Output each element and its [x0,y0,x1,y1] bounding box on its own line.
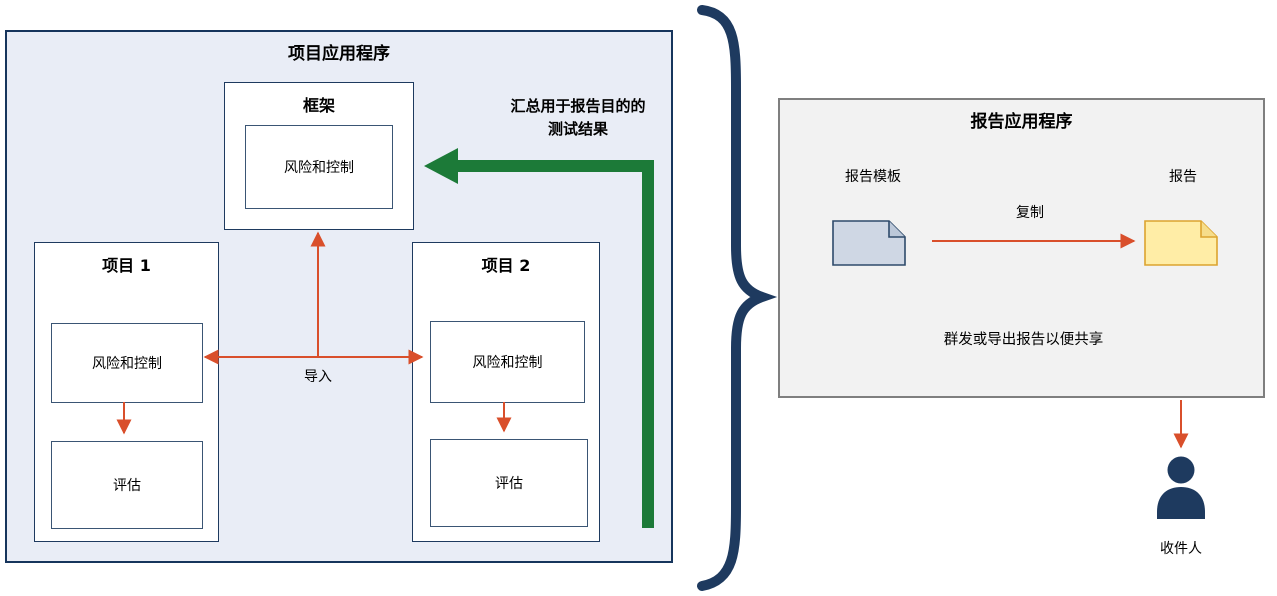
copy-label: 复制 [1016,205,1044,221]
summary-arrow-label-line2: 测试结果 [547,120,608,138]
project1-assessment-label: 评估 [113,478,141,494]
report-template-icon [832,220,906,266]
report-app-title: 报告应用程序 [970,112,1073,132]
project1-risk-control-box: 风险和控制 [51,323,203,403]
share-text: 群发或导出报告以便共享 [943,332,1104,348]
framework-box: 框架 风险和控制 [224,82,414,230]
framework-title: 框架 [302,96,335,115]
report-template-label: 报告模板 [845,169,901,185]
project2-risk-control-box: 风险和控制 [430,321,585,403]
project2-assessment-box: 评估 [430,439,588,527]
summary-arrow-label-line1: 汇总用于报告目的的 [510,97,646,115]
import-label: 导入 [304,369,332,385]
report-label: 报告 [1169,169,1197,185]
framework-risk-control-label: 风险和控制 [284,160,354,176]
project2-box: 项目 2 风险和控制 评估 [412,242,600,542]
brace-shape [697,5,778,591]
recipient-label: 收件人 [1160,541,1202,557]
project2-risk-control-label: 风险和控制 [472,355,543,371]
project2-title: 项目 2 [481,256,531,275]
project1-assessment-box: 评估 [51,441,203,529]
summary-arrow-label: 汇总用于报告目的的 测试结果 [468,95,688,141]
report-app-panel: 报告应用程序 报告模板 报告 复制 群发或导出报告以便共享 [778,98,1265,398]
project2-assessment-label: 评估 [495,476,523,492]
recipient-icon [1157,456,1205,519]
project1-title: 项目 1 [102,256,151,275]
project-app-title: 项目应用程序 [288,44,390,64]
framework-risk-control-box: 风险和控制 [245,125,393,209]
report-icon [1144,220,1218,266]
project1-box: 项目 1 风险和控制 评估 [34,242,219,542]
project1-risk-control-label: 风险和控制 [92,356,162,372]
